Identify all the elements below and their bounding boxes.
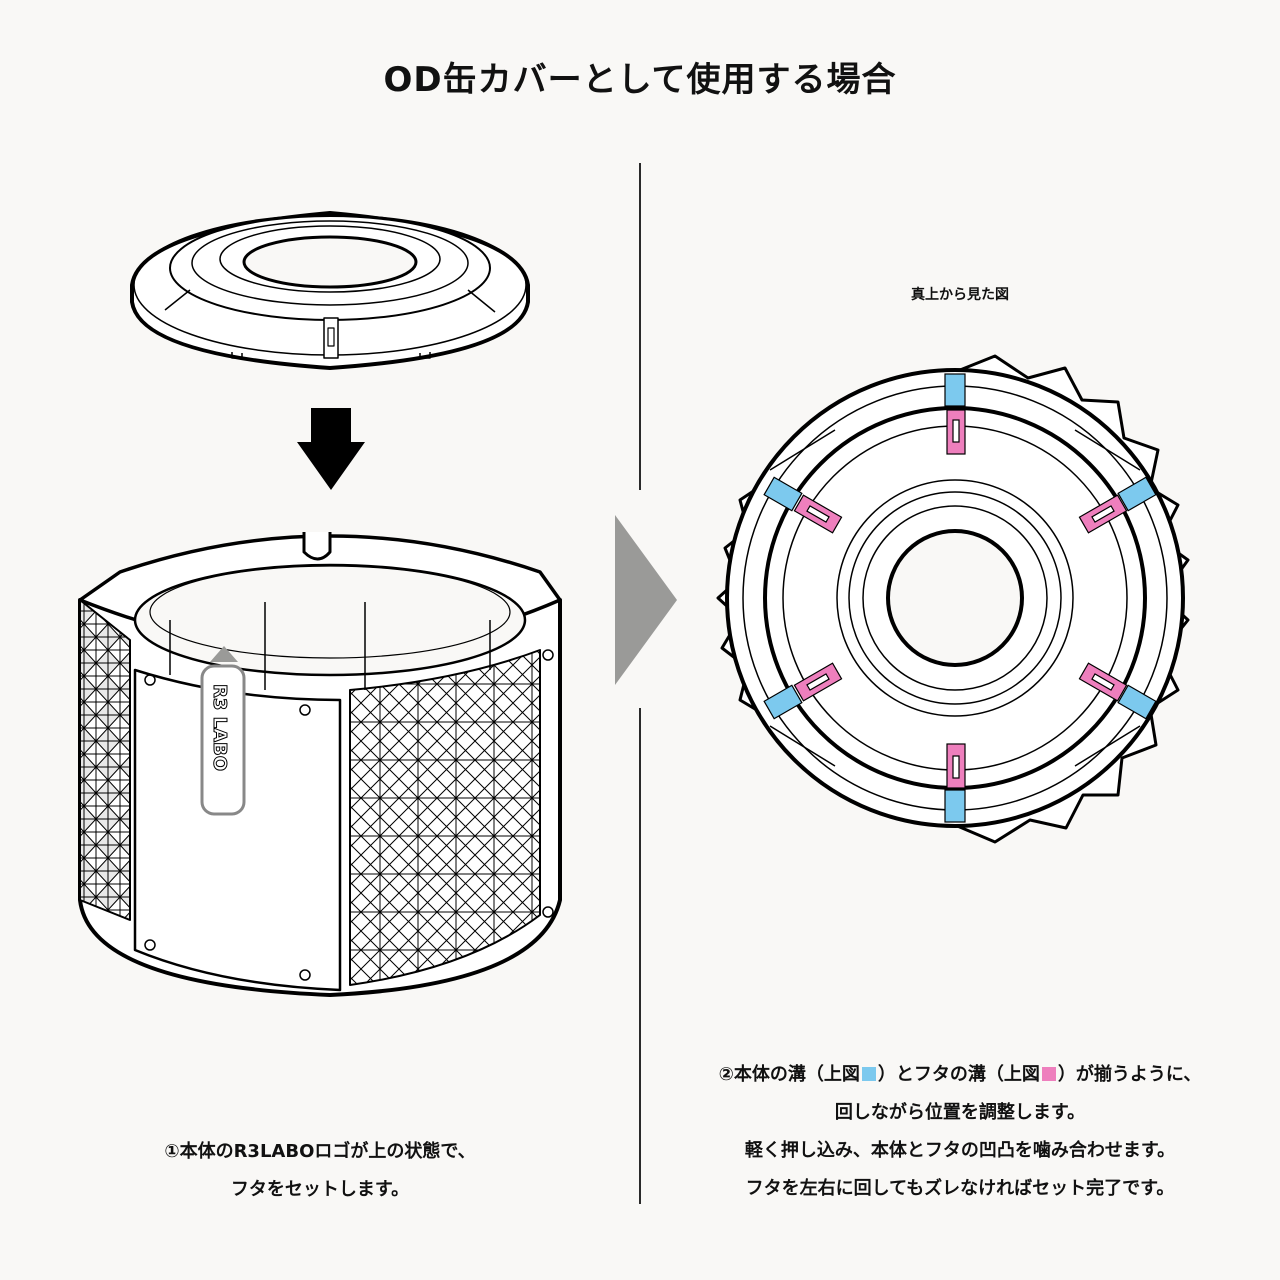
- caption-step2-line1-c: ）が揃うように、: [1057, 1064, 1202, 1085]
- can-body-illustration: [78, 532, 562, 997]
- caption-step2-line1: ②本体の溝（上図 ）とフタの溝（上図 ）が揃うように、: [660, 1056, 1260, 1094]
- caption-step1-line2: フタをセットします。: [230, 1179, 410, 1200]
- top-view-illustration: [716, 354, 1190, 844]
- caption-step2-line4: フタを左右に回してもズレなければセット完了です。: [745, 1178, 1175, 1199]
- caption-step2-line1-b: ）とフタの溝（上図: [877, 1064, 1040, 1085]
- lid-groove-markers: [793, 409, 1128, 789]
- pink-swatch-icon: [1041, 1067, 1056, 1081]
- lid-illustration: [130, 211, 530, 370]
- body-groove-markers: [763, 373, 1157, 823]
- top-view-label: 真上から見た図: [911, 287, 1009, 303]
- caption-step1: ①本体のR3LABOロゴが上の状態で、 フタをセットします。: [20, 1133, 620, 1209]
- caption-step2: ②本体の溝（上図 ）とフタの溝（上図 ）が揃うように、 回しながら位置を調整します。…: [660, 1056, 1260, 1208]
- page-title: OD缶カバーとして使用する場合: [383, 60, 897, 100]
- logo-text: R3 LABO: [209, 684, 230, 771]
- next-step-triangle-icon: [615, 515, 677, 685]
- caption-step2-line1-a: ②本体の溝（上図: [718, 1064, 860, 1085]
- caption-step2-line3: 軽く押し込み、本体とフタの凹凸を噛み合わせます。: [744, 1140, 1176, 1161]
- blue-swatch-icon: [861, 1067, 876, 1081]
- down-arrow-icon: [297, 408, 365, 490]
- divider-top: [639, 163, 641, 490]
- caption-step2-line2: 回しながら位置を調整します。: [834, 1102, 1086, 1123]
- caption-step1-line1: ①本体のR3LABOロゴが上の状態で、: [164, 1141, 476, 1162]
- divider-bottom: [639, 708, 641, 1204]
